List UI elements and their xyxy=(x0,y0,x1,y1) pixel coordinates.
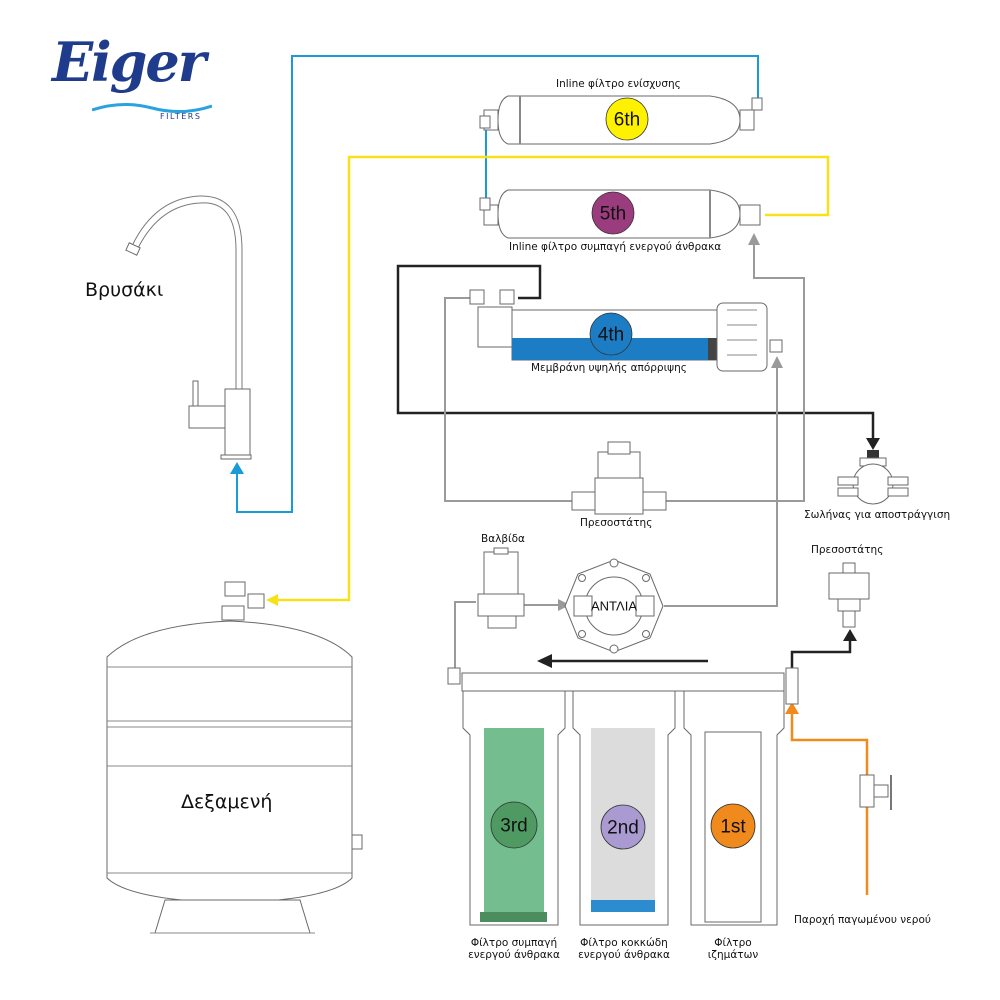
storage-tank xyxy=(106,581,363,934)
stage2-label-line2: ενεργού άνθρακα xyxy=(578,949,670,961)
drain-pipe xyxy=(396,264,880,450)
logo-subtext: FILTERS xyxy=(160,112,202,121)
pressure-switch-pipe xyxy=(790,629,857,668)
stage5-inline-filter: 5th xyxy=(479,189,761,239)
stage1-label-line2: ιζημάτων xyxy=(707,949,759,961)
stage6-inline-filter: 6th xyxy=(479,95,763,145)
stage4-membrane: 4th xyxy=(469,289,783,372)
product-water-pipe xyxy=(230,55,759,513)
drain-saddle-clamp xyxy=(837,450,909,505)
stage3-label-line2: ενεργού άνθρακα xyxy=(468,949,560,961)
stage3-badge xyxy=(490,801,538,849)
stage2-badge xyxy=(600,804,646,850)
feed-water-label: Παροχή παγωμένου νερού xyxy=(794,914,931,926)
stage3-label: Φίλτρο συμπαγή ενεργού άνθρακα xyxy=(462,937,566,961)
stage1-badge-label: 1st xyxy=(720,817,746,838)
arrow-left-icon xyxy=(266,594,278,606)
stage4-badge xyxy=(589,312,633,356)
stage4-badge-label: 4th xyxy=(598,325,624,346)
eiger-logo: Eiger FILTERS xyxy=(52,30,212,130)
stage4-label: Μεμβράνη υψηλής απόρριψης xyxy=(531,362,687,374)
stage6-label: Inline φίλτρο ενίσχυσης xyxy=(556,78,681,90)
filter-housings: 3rd 2nd 1st xyxy=(447,667,799,926)
solenoid-valve xyxy=(477,547,525,629)
pump-label: ΑΝΤΛΙΑ xyxy=(591,599,637,614)
faucet-label: Βρυσάκι xyxy=(85,279,164,301)
logo-wordmark: Eiger xyxy=(52,30,206,94)
stage5-label: Inline φίλτρο συμπαγή ενεργού άνθρακα xyxy=(509,241,722,253)
flow-direction-arrow xyxy=(537,654,708,668)
stage1-label: Φίλτρο ιζημάτων xyxy=(683,937,783,961)
feed-water-pipe xyxy=(785,702,869,895)
internal-pipes xyxy=(444,233,805,670)
stage2-label-line1: Φίλτρο κοκκώδη xyxy=(580,937,668,949)
tank-label: Δεξαμενή xyxy=(181,791,273,813)
drain-saddle-label: Σωλήνας για αποστράγγιση xyxy=(804,509,951,521)
tank-pipe xyxy=(266,155,830,606)
stage5-badge xyxy=(591,191,635,235)
booster-pump: ΑΝΤΛΙΑ xyxy=(564,558,664,654)
logo-wave-icon xyxy=(92,103,212,113)
pressure-switch-center-label: Πρεσοστάτης xyxy=(580,517,653,529)
stage6-badge xyxy=(605,97,649,141)
stage3-label-line1: Φίλτρο συμπαγή xyxy=(470,937,558,949)
stage1-label-line1: Φίλτρο xyxy=(714,937,752,949)
pressure-switch-right-label: Πρεσοστάτης xyxy=(811,544,884,556)
valve-label: Βαλβίδα xyxy=(481,533,525,545)
stage2-badge-label: 2nd xyxy=(607,818,639,839)
feed-shutoff-valve xyxy=(859,774,892,810)
pressure-switch-center xyxy=(571,441,667,515)
pressure-switch-right xyxy=(828,562,870,628)
arrow-up-icon xyxy=(230,462,244,474)
stage3-badge-label: 3rd xyxy=(500,816,527,837)
arrow-down-icon xyxy=(866,438,880,450)
stage5-badge-label: 5th xyxy=(600,204,626,225)
stage1-badge xyxy=(710,803,756,849)
faucet xyxy=(125,195,252,460)
stage6-badge-label: 6th xyxy=(614,110,640,131)
stage2-label: Φίλτρο κοκκώδη ενεργού άνθρακα xyxy=(572,937,676,961)
